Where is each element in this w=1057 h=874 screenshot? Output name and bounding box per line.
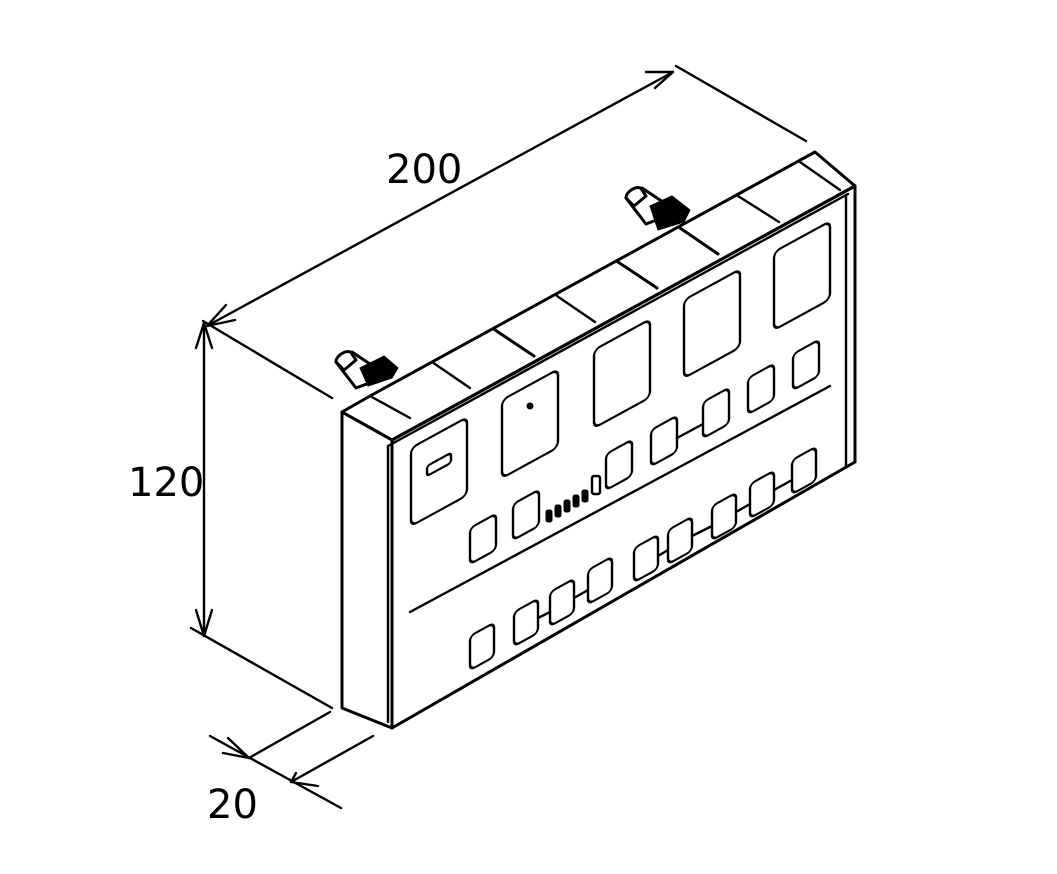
panel-button <box>632 535 660 582</box>
led-indicator <box>581 489 589 503</box>
device-top-face <box>340 150 857 442</box>
width-dimension: 200 <box>201 64 808 400</box>
button-link-line <box>536 610 552 620</box>
connector-left-cap <box>334 350 358 372</box>
panel-button <box>512 599 540 646</box>
width-label: 200 <box>386 147 462 193</box>
connector-right <box>624 186 691 231</box>
button-link-line <box>656 548 670 558</box>
top-rim-segment <box>678 226 720 256</box>
top-rim-segment <box>430 360 472 390</box>
depth-arrowhead-front <box>289 771 320 788</box>
width-arrowhead-left <box>205 303 237 328</box>
button-link-line <box>772 478 794 492</box>
top-rim-segment <box>616 260 659 290</box>
display-led-icon <box>526 402 534 410</box>
top-rim-segment <box>798 160 842 192</box>
panel-button <box>748 471 776 518</box>
connector-right-thread <box>649 195 691 231</box>
display-window <box>772 222 832 329</box>
led-indicator-row <box>545 474 602 523</box>
panel-divider-line <box>408 384 832 614</box>
front-panel <box>408 222 832 670</box>
connector-right-thread-ring <box>656 202 670 224</box>
depth-arrowhead-back <box>221 736 251 760</box>
width-arrowhead-right <box>644 70 675 90</box>
panel-button <box>604 440 634 490</box>
top-rim-segment <box>736 194 781 224</box>
depth-extension-line-back <box>247 710 332 760</box>
display-window <box>592 320 652 427</box>
depth-label: 20 <box>207 782 258 828</box>
led-indicator <box>563 499 571 513</box>
panel-button <box>701 388 731 438</box>
led-indicator <box>572 494 580 508</box>
display-window <box>500 370 560 477</box>
panel-button <box>548 579 576 626</box>
display-indicator-slot <box>425 452 453 477</box>
top-rim-segment <box>493 328 536 358</box>
connector-left-thread-ring <box>376 358 390 378</box>
led-indicator <box>545 509 553 523</box>
width-extension-line-left <box>201 319 334 400</box>
display-window <box>682 270 742 377</box>
panel-button <box>468 623 496 670</box>
device-body <box>340 150 857 730</box>
connector-right-cap <box>624 186 648 208</box>
height-dimension: 120 <box>128 321 334 710</box>
led-indicator-outline <box>590 474 602 496</box>
panel-button <box>649 416 679 466</box>
button-link-line <box>690 524 714 538</box>
button-link-line <box>675 422 705 440</box>
display-window <box>409 418 469 525</box>
width-extension-line-right <box>674 64 808 143</box>
depth-extension-line-front <box>289 734 375 784</box>
panel-button <box>586 557 614 604</box>
connector-right-thread-ring <box>668 196 682 218</box>
width-dimension-line <box>205 70 675 328</box>
height-arrowhead-top <box>194 321 214 350</box>
panel-button <box>790 447 818 494</box>
height-label: 120 <box>128 460 204 506</box>
panel-button <box>666 517 694 564</box>
height-extension-line-bottom <box>189 626 334 710</box>
depth-dimension: 20 <box>207 710 375 828</box>
connector-left <box>334 350 399 390</box>
front-bevel-top <box>386 192 850 448</box>
panel-button <box>791 340 821 390</box>
button-link-line <box>572 588 590 600</box>
connector-left-thread <box>359 355 399 387</box>
panel-button <box>511 490 541 540</box>
button-link-line <box>734 502 752 514</box>
connector-left-thread-ring <box>366 364 380 384</box>
height-arrowhead-bottom <box>194 608 214 638</box>
top-rim-segment <box>368 394 412 420</box>
panel-button <box>710 493 738 540</box>
depth-dimension-line <box>208 734 343 810</box>
top-rim-segment <box>555 294 597 324</box>
device-side-face <box>340 410 394 730</box>
led-indicator <box>554 504 562 518</box>
panel-button <box>468 514 498 564</box>
panel-button <box>746 364 776 414</box>
